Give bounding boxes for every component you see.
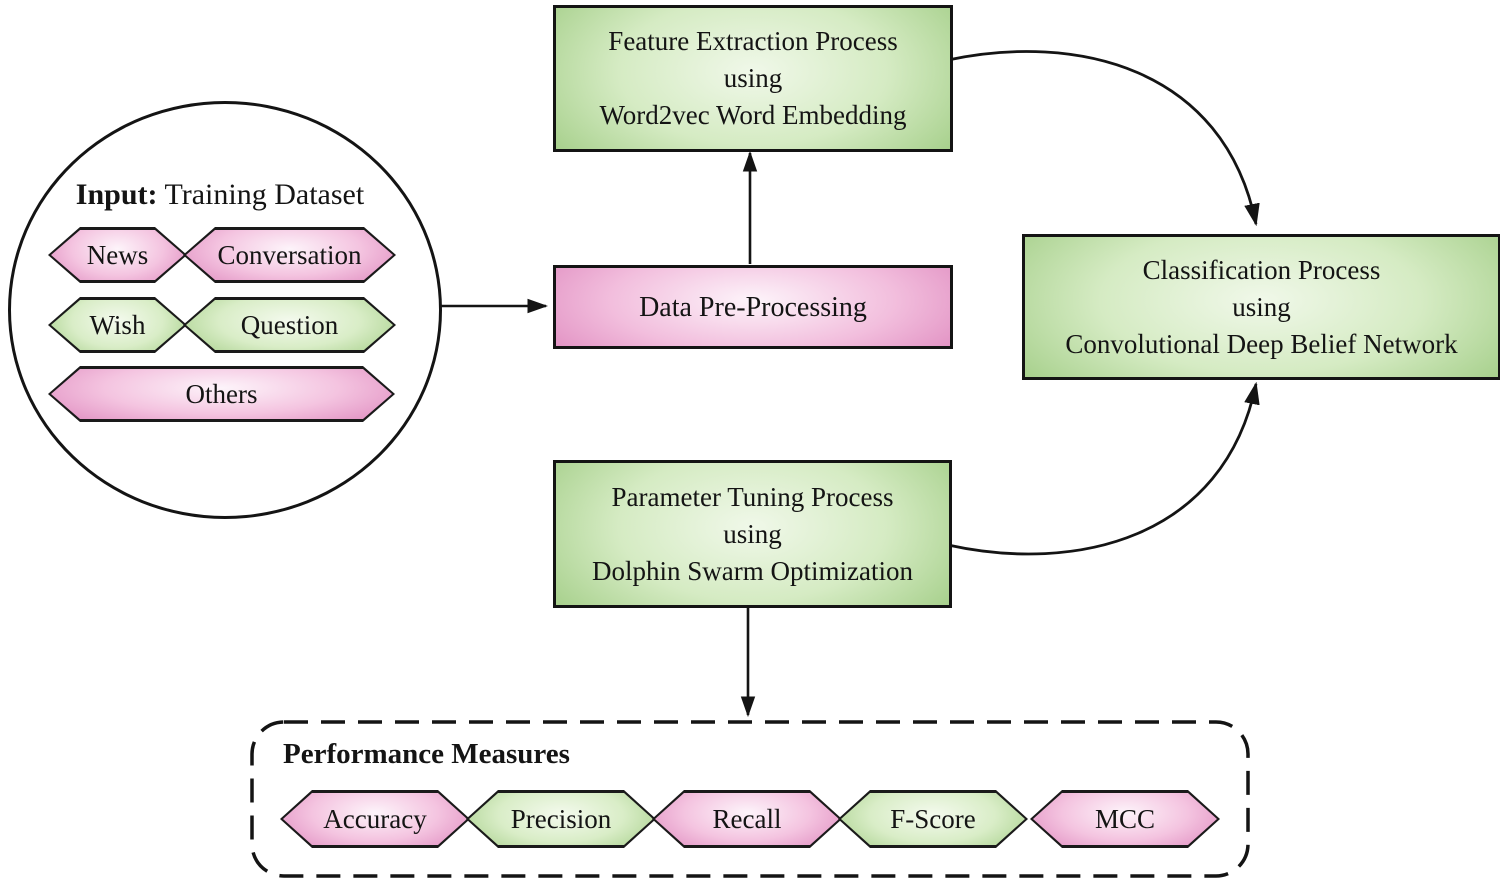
hexagon-question-fill (186, 300, 393, 350)
hexagon-precision-fill (469, 793, 653, 845)
parameter-tuning-line3: Dolphin Swarm Optimization (592, 555, 913, 586)
hexagon-question: Question (183, 297, 396, 353)
hexagon-accuracy-label: Accuracy (323, 803, 427, 834)
hexagon-mcc-fill (1033, 793, 1217, 845)
hexagon-precision-label: Precision (510, 803, 612, 834)
hexagon-others-fill (51, 369, 392, 419)
hexagon-conversation-label: Conversation (217, 239, 362, 270)
hexagon-others-label: Others (185, 378, 258, 409)
training-dataset-label: Training Dataset (157, 178, 365, 211)
hexagon-wish-label: Wish (89, 309, 146, 340)
hexagon-news-label: News (86, 239, 149, 270)
hexagon-conversation-fill (186, 230, 393, 280)
performance-measures-title: Performance Measures (283, 738, 570, 770)
hexagon-conversation: Conversation (183, 227, 396, 283)
parameter-tuning-box: Parameter Tuning Process using Dolphin S… (553, 460, 952, 608)
hexagon-recall-label: Recall (712, 803, 782, 834)
input-label: Input: (75, 178, 158, 211)
feature-extraction-line3: Word2vec Word Embedding (599, 100, 907, 130)
arrow-tuning-to-classification (947, 381, 1260, 556)
hexagon-recall-fill (655, 793, 839, 845)
hexagon-accuracy: Accuracy (280, 790, 470, 848)
hexagon-precision: Precision (466, 790, 656, 848)
data-preprocessing-box: Data Pre-Processing (553, 265, 953, 349)
arrow-feature-to-classification (947, 50, 1260, 227)
classification-box: Classification Process using Convolution… (1022, 234, 1500, 380)
classification-line1: Classification Process (1142, 254, 1381, 285)
hexagon-recall: Recall (652, 790, 842, 848)
hexagon-fscore-fill (841, 793, 1025, 845)
hexagon-news-fill (51, 230, 184, 280)
feature-extraction-box: Feature Extraction Process using Word2ve… (553, 5, 953, 152)
input-circle-title: Input: Training Dataset (10, 178, 430, 212)
hexagon-fscore: F-Score (838, 790, 1028, 848)
hexagon-wish-fill (51, 300, 184, 350)
parameter-tuning-line1: Parameter Tuning Process (611, 481, 894, 512)
hexagon-question-label: Question (240, 309, 339, 340)
classification-line2: using (1232, 291, 1291, 322)
hexagon-wish: Wish (48, 297, 187, 353)
hexagon-mcc: MCC (1030, 790, 1220, 848)
performance-measures-dashed-frame (250, 720, 1250, 878)
data-preprocessing-label: Data Pre-Processing (639, 291, 867, 323)
classification-line3: Convolutional Deep Belief Network (1065, 328, 1458, 359)
hexagon-accuracy-fill (283, 793, 467, 845)
hexagon-mcc-label: MCC (1094, 803, 1156, 834)
feature-extraction-line1: Feature Extraction Process (608, 26, 898, 56)
hexagon-fscore-label: F-Score (890, 803, 976, 834)
parameter-tuning-line2: using (723, 518, 782, 549)
hexagon-news: News (48, 227, 187, 283)
hexagon-others: Others (48, 366, 395, 422)
feature-extraction-line2: using (723, 63, 783, 93)
